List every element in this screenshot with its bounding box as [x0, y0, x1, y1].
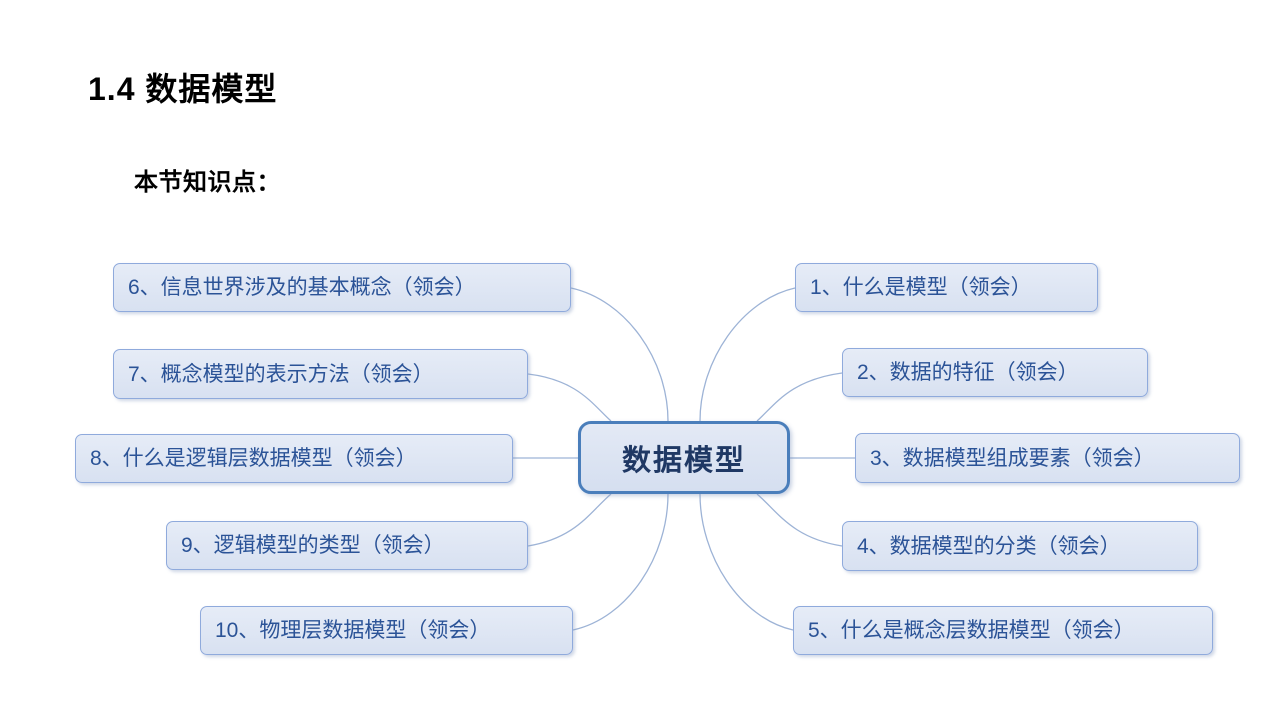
connector-root-to-n7: [527, 373, 612, 422]
mindmap-node-n10[interactable]: 10、物理层数据模型（领会）: [200, 606, 573, 655]
connector-root-to-n6: [570, 287, 669, 422]
page-title: 1.4 数据模型: [88, 71, 278, 107]
connector-root-to-n2: [756, 372, 843, 422]
mindmap-node-n9[interactable]: 9、逻辑模型的类型（领会）: [166, 521, 528, 570]
mindmap-node-n2[interactable]: 2、数据的特征（领会）: [842, 348, 1148, 397]
section-subtitle: 本节知识点：: [134, 169, 281, 196]
mindmap-root-node[interactable]: 数据模型: [578, 421, 790, 494]
mindmap-node-n3[interactable]: 3、数据模型组成要素（领会）: [855, 433, 1240, 483]
connector-root-to-n1: [699, 287, 796, 422]
connector-root-to-n4: [756, 493, 843, 547]
mindmap-node-n8[interactable]: 8、什么是逻辑层数据模型（领会）: [75, 434, 513, 483]
mindmap-node-n5[interactable]: 5、什么是概念层数据模型（领会）: [793, 606, 1213, 655]
connector-root-to-n9: [527, 493, 612, 547]
mindmap-node-n6[interactable]: 6、信息世界涉及的基本概念（领会）: [113, 263, 571, 312]
mindmap-node-n7[interactable]: 7、概念模型的表示方法（领会）: [113, 349, 528, 399]
mindmap-node-n4[interactable]: 4、数据模型的分类（领会）: [842, 521, 1198, 571]
connector-root-to-n10: [572, 493, 669, 631]
mindmap-node-n1[interactable]: 1、什么是模型（领会）: [795, 263, 1098, 312]
connector-root-to-n5: [699, 493, 794, 631]
